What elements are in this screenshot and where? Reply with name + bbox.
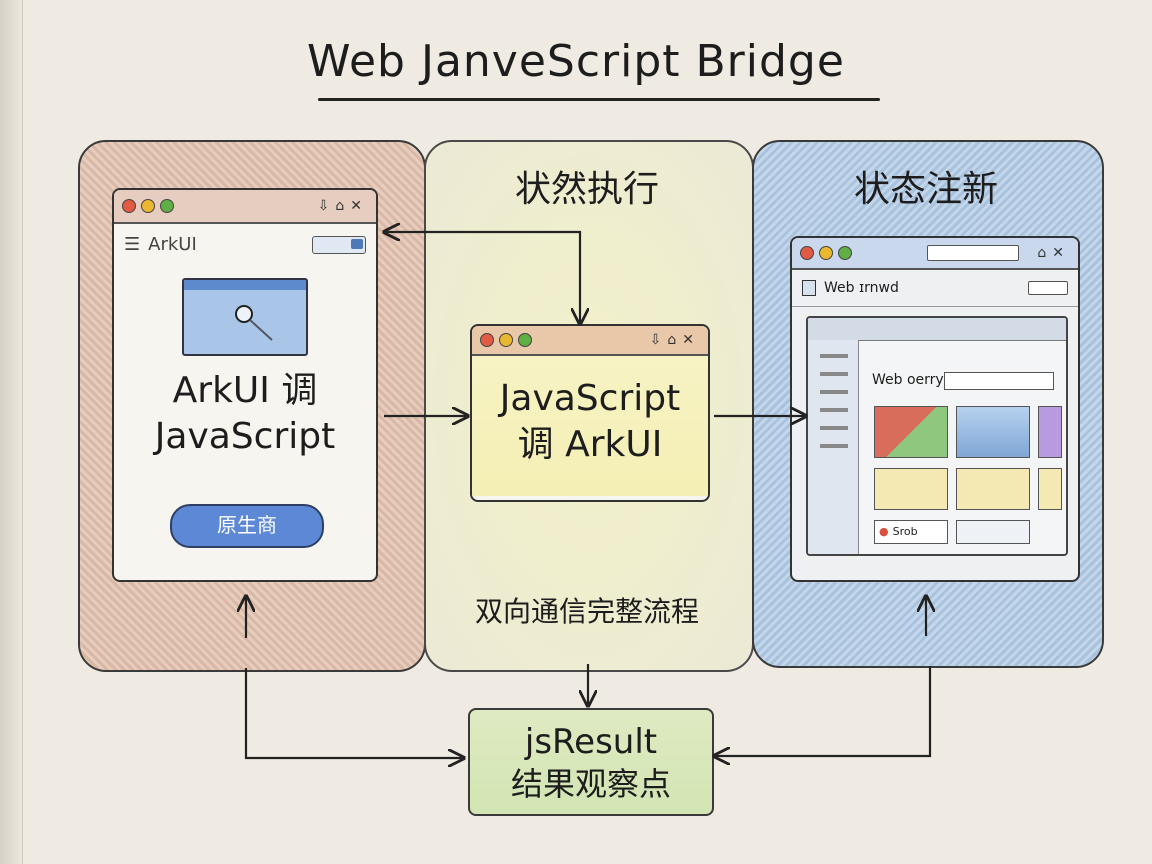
web-header: Web ɪrnwd — [792, 270, 1078, 307]
web-window-titlebar: ⌂✕ — [792, 238, 1078, 270]
page-title: Web JanveScript Bridge — [307, 36, 845, 87]
web-sidebar — [808, 340, 859, 554]
web-content-titlebar — [808, 318, 1066, 341]
observation-point-label: 结果观察点 — [510, 765, 671, 803]
middle-panel-title: 状然执行 — [514, 169, 659, 210]
action-chip-label: Srob — [892, 525, 918, 538]
image-placeholder-icon — [182, 278, 308, 356]
maximize-dot-icon[interactable] — [160, 199, 174, 213]
sidebar-item[interactable] — [820, 390, 848, 394]
web-window: ⌂✕ Web ɪrnwd Web oerry ●Srob — [790, 236, 1080, 582]
web-content-window: Web oerry ●Srob — [806, 316, 1068, 556]
sidebar-item[interactable] — [820, 426, 848, 430]
share-button[interactable] — [312, 235, 366, 254]
address-bar[interactable] — [927, 245, 1019, 261]
notebook-binding — [0, 0, 23, 864]
title-underline — [318, 98, 880, 101]
jsresult-box: jsResult 结果观察点 — [468, 708, 714, 816]
query-select[interactable] — [944, 372, 1054, 390]
window-controls-icon[interactable]: ⇩⌂✕ — [649, 332, 700, 348]
close-dot-icon[interactable] — [122, 199, 136, 213]
maximize-dot-icon[interactable] — [518, 333, 532, 347]
sidebar-item[interactable] — [820, 354, 848, 358]
window-controls-icon[interactable]: ⇩⌂✕ — [317, 198, 368, 214]
maximize-dot-icon[interactable] — [838, 246, 852, 260]
action-chip[interactable] — [956, 520, 1030, 544]
close-dot-icon[interactable] — [480, 333, 494, 347]
content-card[interactable] — [956, 468, 1030, 510]
two-way-flow-label: 双向通信完整流程 — [474, 595, 699, 628]
page-icon — [802, 280, 816, 296]
javascript-window-titlebar: ⇩⌂✕ — [472, 326, 708, 356]
jsresult-label: jsResult — [524, 722, 658, 762]
sidebar-item[interactable] — [820, 408, 848, 412]
arkui-menu-row: ☰ ArkUI — [114, 224, 376, 265]
image-tile[interactable] — [1038, 406, 1062, 458]
arkui-app-label: ArkUI — [148, 234, 197, 255]
left-to-result-arrow — [244, 668, 462, 758]
minimize-dot-icon[interactable] — [141, 199, 155, 213]
js-calls-line1: JavaScript — [499, 378, 681, 419]
minimize-dot-icon[interactable] — [819, 246, 833, 260]
arkui-window: ⇩⌂✕ ☰ ArkUI ArkUI 调 JavaScript 原生商 — [112, 188, 378, 582]
close-dot-icon[interactable] — [800, 246, 814, 260]
content-card[interactable] — [1038, 468, 1062, 510]
js-calls-line2: 调 ArkUI — [517, 424, 663, 465]
right-to-result-arrow — [716, 666, 932, 756]
arkui-calls-line1: ArkUI 调 — [172, 370, 318, 411]
header-button[interactable] — [1028, 281, 1068, 295]
sidebar-item[interactable] — [820, 372, 848, 376]
content-card[interactable] — [874, 468, 948, 510]
arkui-window-titlebar: ⇩⌂✕ — [114, 190, 376, 224]
window-controls-icon[interactable]: ⌂✕ — [1037, 245, 1070, 261]
minimize-dot-icon[interactable] — [499, 333, 513, 347]
sidebar-item[interactable] — [820, 444, 848, 448]
javascript-window-body: JavaScript 调 ArkUI — [472, 356, 708, 496]
javascript-window: ⇩⌂✕ JavaScript 调 ArkUI — [470, 324, 710, 502]
image-tile[interactable] — [874, 406, 948, 458]
web-header-label: Web ɪrnwd — [824, 280, 899, 296]
right-panel-title: 状态注新 — [853, 169, 998, 210]
image-tile[interactable] — [956, 406, 1030, 458]
hamburger-menu-icon[interactable]: ☰ — [124, 234, 141, 255]
arkui-calls-line2: JavaScript — [154, 416, 336, 457]
action-chip[interactable]: ●Srob — [874, 520, 948, 544]
query-label: Web oerry — [872, 372, 944, 388]
native-button[interactable]: 原生商 — [170, 504, 324, 548]
